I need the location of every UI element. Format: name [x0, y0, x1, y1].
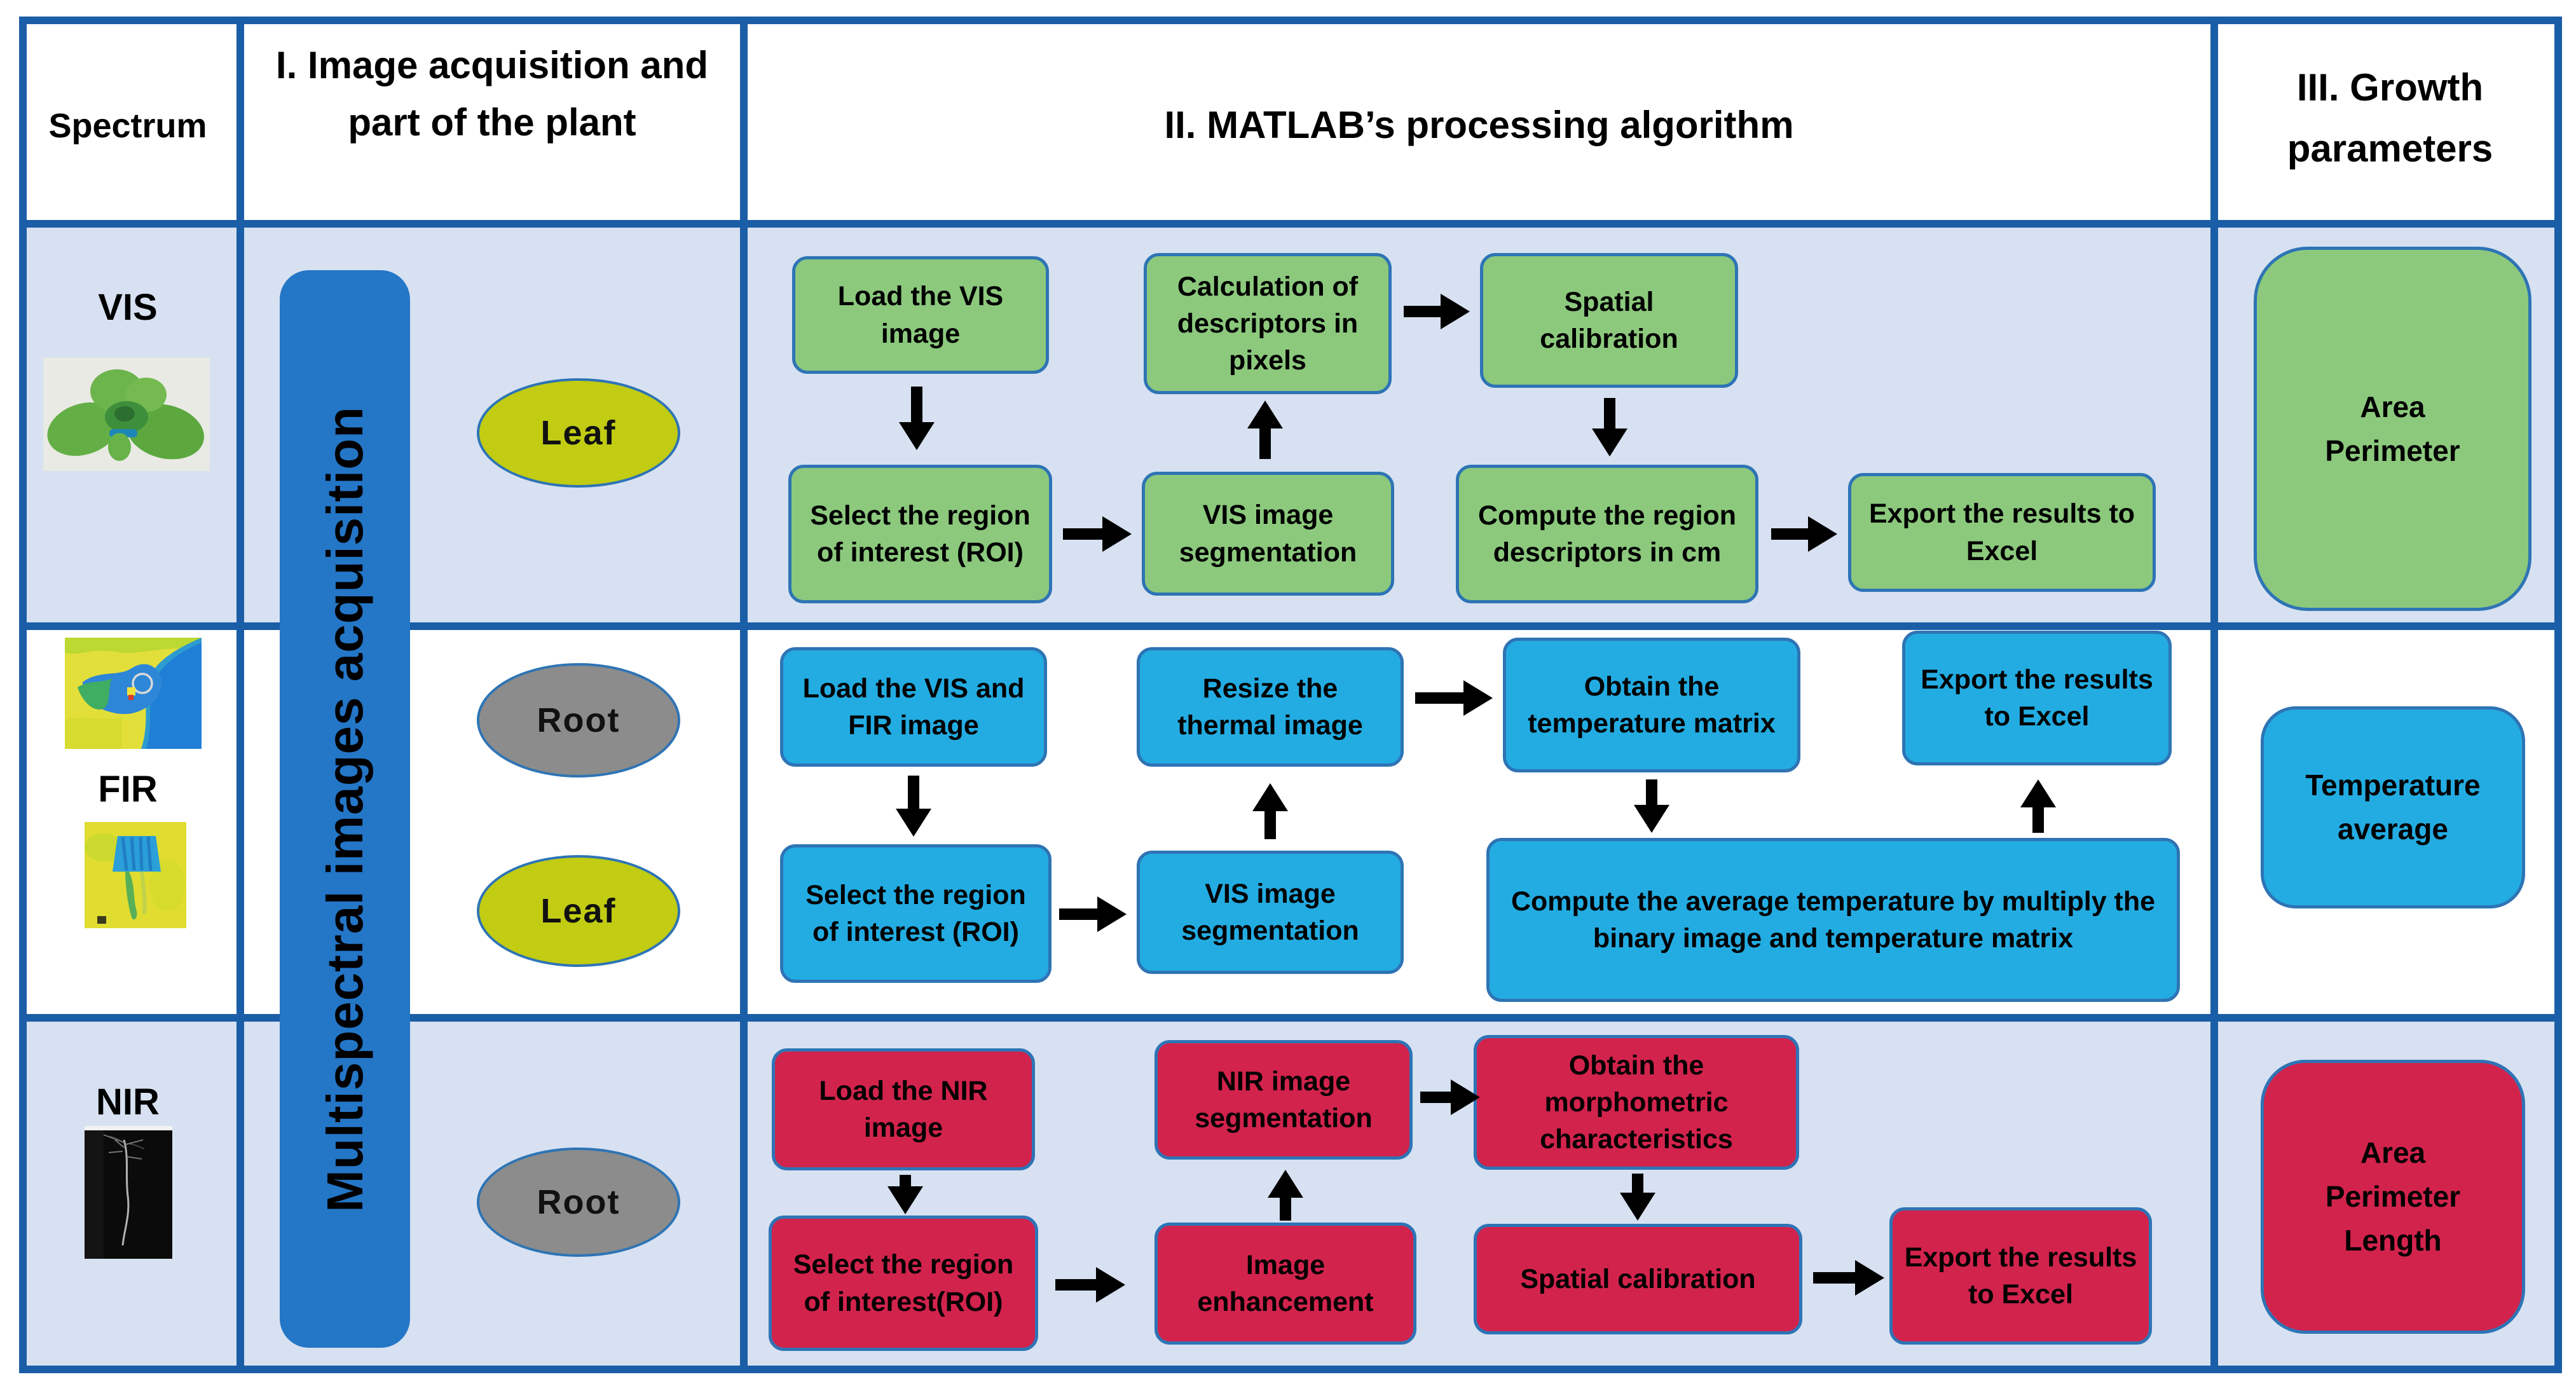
- column-divider-1: [236, 17, 244, 1373]
- vis-plant-photo: [43, 358, 210, 471]
- nir-arrow-spatial-to-export: [1813, 1260, 1884, 1296]
- nir-step-segmentation: NIR image segmentation: [1154, 1040, 1413, 1160]
- vis-arrow-segmentation-to-descriptors: [1247, 401, 1283, 459]
- nir-step-load: Load the NIR image: [772, 1048, 1035, 1170]
- nir-arrow-enhancement-to-segmentation: [1268, 1170, 1303, 1221]
- vis-step-roi: Select the region of interest (ROI): [788, 465, 1052, 603]
- fir-arrow-compute-to-export: [2020, 779, 2056, 833]
- fir-step-resize: Resize the thermal image: [1137, 647, 1404, 767]
- nir-root-photo: [85, 1126, 172, 1259]
- fir-row-label: FIR: [98, 769, 158, 810]
- vis-arrow-descriptors-to-spatial: [1404, 294, 1470, 329]
- vis-arrow-compute-to-export: [1771, 516, 1837, 552]
- fir-thermal-root-photo: [85, 822, 186, 928]
- vis-arrow-roi-to-segmentation: [1063, 516, 1132, 552]
- multispectral-acquisition-bar: Multispectral images acquisition: [280, 270, 410, 1348]
- fir-leaf-ellipse: Leaf: [477, 855, 680, 967]
- vis-step-spatial-calibration: Spatial calibration: [1480, 253, 1738, 388]
- nir-step-morphometric: Obtain the morphometric characteristics: [1474, 1035, 1799, 1170]
- nir-step-roi: Select the region of interest(ROI): [769, 1216, 1038, 1351]
- column-header-growth: III. Growth parameters: [2287, 66, 2493, 170]
- row-divider-fir-nir: [19, 1014, 2562, 1022]
- vis-arrow-load-to-roi: [899, 387, 935, 450]
- vis-row-label: VIS: [98, 287, 158, 328]
- nir-arrow-segmentation-to-morphometric: [1420, 1079, 1480, 1115]
- nir-arrow-roi-to-enhancement: [1055, 1267, 1125, 1303]
- fir-arrow-matrix-to-compute: [1634, 779, 1669, 833]
- column-divider-2: [740, 17, 748, 1373]
- column-divider-3: [2210, 17, 2218, 1373]
- nir-root-ellipse: Root: [477, 1148, 680, 1257]
- vis-step-compute: Compute the region descriptors in cm: [1456, 465, 1758, 603]
- vis-step-load: Load the VIS image: [792, 256, 1049, 374]
- nir-growth-parameters: Area Perimeter Length: [2261, 1060, 2525, 1334]
- vis-leaf-ellipse: Leaf: [477, 378, 680, 488]
- nir-step-spatial-calibration: Spatial calibration: [1474, 1224, 1802, 1334]
- row-divider-vis-fir: [19, 622, 2562, 630]
- fir-step-export: Export the results to Excel: [1902, 631, 2172, 765]
- nir-step-enhancement: Image enhancement: [1154, 1223, 1416, 1345]
- fir-arrow-segmentation-to-resize: [1252, 783, 1288, 839]
- fir-thermal-leaf-photo: [65, 638, 202, 749]
- nir-arrow-morphometric-to-spatial: [1620, 1174, 1655, 1221]
- fir-step-segmentation: VIS image segmentation: [1137, 851, 1404, 974]
- vis-step-descriptors: Calculation of descriptors in pixels: [1144, 253, 1392, 394]
- fir-arrow-resize-to-matrix: [1415, 680, 1493, 716]
- row-divider-header: [19, 220, 2562, 228]
- fir-step-roi: Select the region of interest (ROI): [780, 844, 1052, 983]
- table-outer-border: [19, 17, 2562, 1373]
- fir-arrow-roi-to-segmentation: [1059, 896, 1127, 932]
- nir-step-export: Export the results to Excel: [1889, 1207, 2152, 1345]
- vis-step-export: Export the results to Excel: [1848, 473, 2156, 592]
- vis-step-segmentation: VIS image segmentation: [1142, 472, 1394, 596]
- vis-growth-parameters: Area Perimeter: [2254, 247, 2531, 611]
- nir-row-label: NIR: [96, 1081, 160, 1123]
- fir-step-compute-average: Compute the average temperature by multi…: [1486, 838, 2180, 1002]
- column-header-acquisition: I. Image acquisition and part of the pla…: [275, 44, 709, 144]
- nir-arrow-load-to-roi: [887, 1175, 923, 1214]
- column-header-spectrum: Spectrum: [48, 107, 207, 145]
- fir-arrow-load-to-roi: [896, 776, 931, 837]
- fir-growth-parameters: Temperature average: [2261, 706, 2525, 908]
- fir-root-ellipse: Root: [477, 663, 680, 778]
- fir-step-load: Load the VIS and FIR image: [780, 647, 1047, 767]
- fir-step-temperature-matrix: Obtain the temperature matrix: [1503, 638, 1800, 772]
- multispectral-acquisition-bar-label: Multispectral images acquisition: [316, 406, 373, 1212]
- column-header-processing: II. MATLAB’s processing algorithm: [1164, 104, 1794, 146]
- vis-arrow-spatial-to-compute: [1592, 398, 1627, 456]
